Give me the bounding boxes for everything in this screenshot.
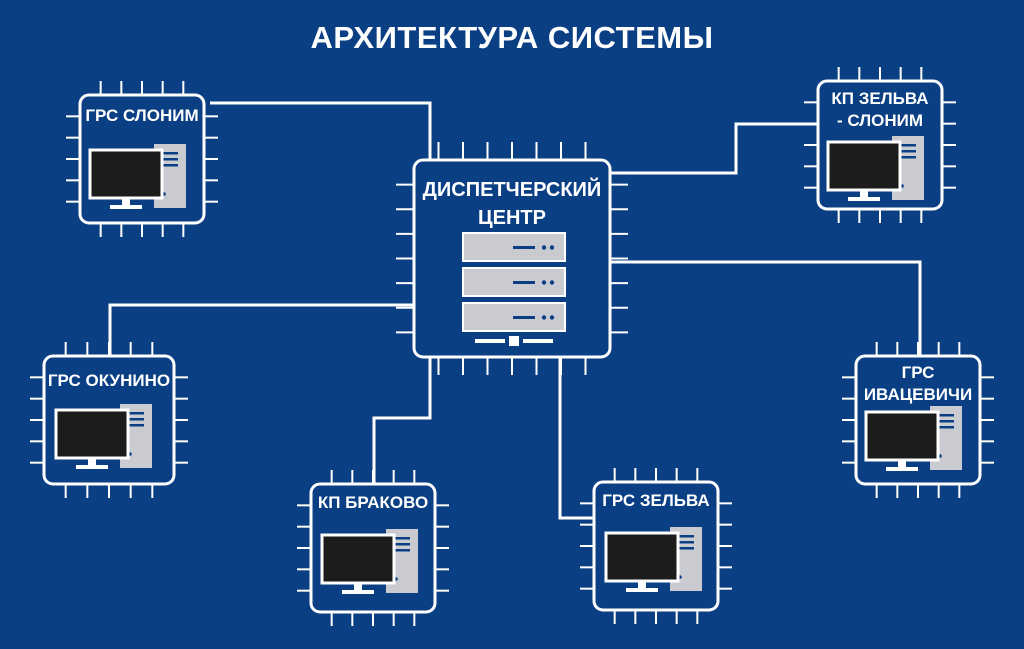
desktop-computer-icon: [88, 144, 186, 209]
node-label-kp-zelva-slonim: КП ЗЕЛЬВА - СЛОНИМ: [831, 89, 929, 130]
node-label-grs-zelva: ГРС ЗЕЛЬВА: [602, 491, 710, 510]
monitor-base: [342, 590, 374, 594]
desktop-computer-icon: [826, 136, 924, 201]
server-led: [549, 315, 555, 320]
tower-slot: [900, 156, 916, 159]
node-label-kp-brakovo: КП БРАКОВО: [317, 493, 429, 512]
connector-grs-slonim: [210, 101, 432, 160]
monitor-screen: [88, 148, 164, 200]
server-led: [541, 280, 547, 285]
desktop-computer-icon: [864, 406, 962, 471]
monitor-base: [626, 588, 658, 592]
server-rack-icon: [462, 232, 566, 346]
monitor-neck: [898, 461, 906, 467]
server-led: [541, 245, 547, 250]
tower-slot: [938, 414, 954, 417]
tower-slot: [938, 426, 954, 429]
monitor-neck: [354, 584, 362, 590]
tower-slot: [394, 543, 410, 546]
monitor-base: [886, 467, 918, 471]
node-label-grs-slonim: ГРС СЛОНИМ: [85, 106, 199, 125]
connector-kp-zelva-slonim: [610, 122, 818, 175]
tower-slot: [128, 424, 144, 427]
server-led: [549, 245, 555, 250]
server-base: [475, 339, 505, 343]
node-label-grs-okunino: ГРС ОКУНИНО: [47, 371, 171, 390]
server-base: [523, 339, 553, 343]
tower-slot: [678, 547, 694, 550]
tower-slot: [900, 150, 916, 153]
connector-grs-okunino: [108, 303, 414, 356]
desktop-computer-icon: [604, 527, 702, 592]
desktop-computer-icon: [54, 404, 152, 469]
server-led: [549, 280, 555, 285]
monitor-screen: [54, 408, 130, 460]
tower-slot: [162, 152, 178, 155]
monitor-base: [76, 465, 108, 469]
tower-slot: [128, 418, 144, 421]
server-base: [509, 336, 519, 346]
diagram-title: АРХИТЕКТУРА СИСТЕМЫ: [310, 20, 714, 55]
connector-kp-brakovo: [372, 358, 432, 484]
tower-slot: [394, 549, 410, 552]
monitor-neck: [122, 199, 130, 205]
monitor-screen: [320, 533, 396, 585]
monitor-neck: [638, 582, 646, 588]
monitor-neck: [860, 191, 868, 197]
tower-slot: [900, 144, 916, 147]
server-led: [541, 315, 547, 320]
monitor-neck: [88, 459, 96, 465]
desktop-computer-icon: [320, 529, 418, 594]
tower-slot: [938, 420, 954, 423]
connectors: [108, 101, 922, 520]
monitor-base: [848, 197, 880, 201]
boxes: [30, 67, 994, 626]
server-slot: [513, 246, 535, 249]
center-label: ДИСПЕТЧЕРСКИЙ ЦЕНТР: [422, 179, 602, 229]
connector-grs-zelva: [558, 358, 596, 520]
connector-grs-ivatsevichi: [610, 260, 922, 356]
monitor-screen: [604, 531, 680, 583]
tower-slot: [394, 537, 410, 540]
server-slot: [513, 281, 535, 284]
tower-slot: [678, 541, 694, 544]
node-label-grs-ivatsevichi: ГРС ИВАЦЕВИЧИ: [863, 363, 973, 404]
tower-slot: [162, 164, 178, 167]
monitor-screen: [864, 410, 940, 462]
server-slot: [513, 316, 535, 319]
monitor-base: [110, 205, 142, 209]
tower-slot: [162, 158, 178, 161]
tower-slot: [678, 535, 694, 538]
monitor-screen: [826, 140, 902, 192]
tower-slot: [128, 412, 144, 415]
